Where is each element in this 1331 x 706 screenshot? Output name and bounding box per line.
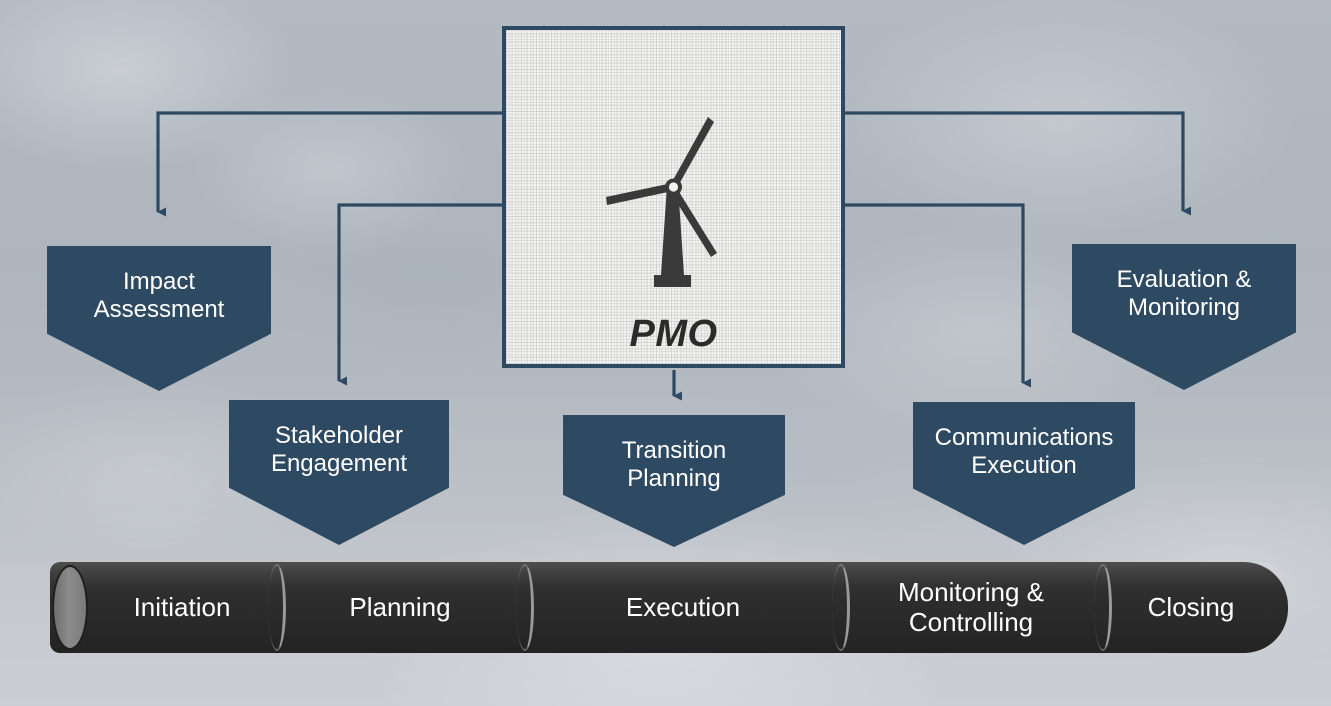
pipeline-segment-monitoring-controlling[interactable]: Monitoring & Controlling xyxy=(844,562,1098,653)
pipeline-segment-closing-label: Closing xyxy=(1147,591,1235,622)
connector-impact-assessment xyxy=(156,111,502,217)
pipeline-divider-1 xyxy=(268,564,286,651)
chevron-evaluation-monitoring-label: Evaluation & Monitoring xyxy=(1116,266,1252,322)
pipeline-segment-closing[interactable]: Closing xyxy=(1106,562,1276,653)
project-lifecycle-pipeline: Initiation Planning Execution Monitoring… xyxy=(50,562,1288,653)
connector-stakeholder-engagement xyxy=(337,203,502,386)
pipeline-segment-planning[interactable]: Planning xyxy=(278,562,522,653)
pipeline-segment-initiation[interactable]: Initiation xyxy=(88,562,276,653)
chevron-transition-planning-label: Transition Planning xyxy=(621,437,727,493)
pmo-center-box: PMO xyxy=(502,26,845,368)
pipeline-body xyxy=(50,562,1288,653)
connector-evaluation-monitoring xyxy=(845,111,1191,216)
pipeline-divider-4 xyxy=(1094,564,1112,651)
wind-turbine-icon xyxy=(506,108,841,308)
pipeline-divider-2 xyxy=(516,564,534,651)
chevron-impact-assessment-label: Impact Assessment xyxy=(93,268,225,324)
pipeline-segment-planning-label: Planning xyxy=(349,591,451,622)
pipeline-highlight xyxy=(50,562,1288,588)
pipeline-segment-execution-label: Execution xyxy=(625,591,741,622)
pipeline-divider-3 xyxy=(832,564,850,651)
pipeline-segment-initiation-label: Initiation xyxy=(133,591,231,622)
pipeline-segment-monitoring-controlling-label: Monitoring & Controlling xyxy=(898,576,1044,637)
connector-communications-execution xyxy=(845,203,1031,388)
chevron-stakeholder-engagement-label: Stakeholder Engagement xyxy=(270,422,408,478)
pipeline-segment-execution[interactable]: Execution xyxy=(528,562,838,653)
pipeline-left-cap xyxy=(52,565,88,650)
chevron-communications-execution-label: Communications Execution xyxy=(934,424,1114,480)
pmo-label: PMO xyxy=(629,313,718,355)
